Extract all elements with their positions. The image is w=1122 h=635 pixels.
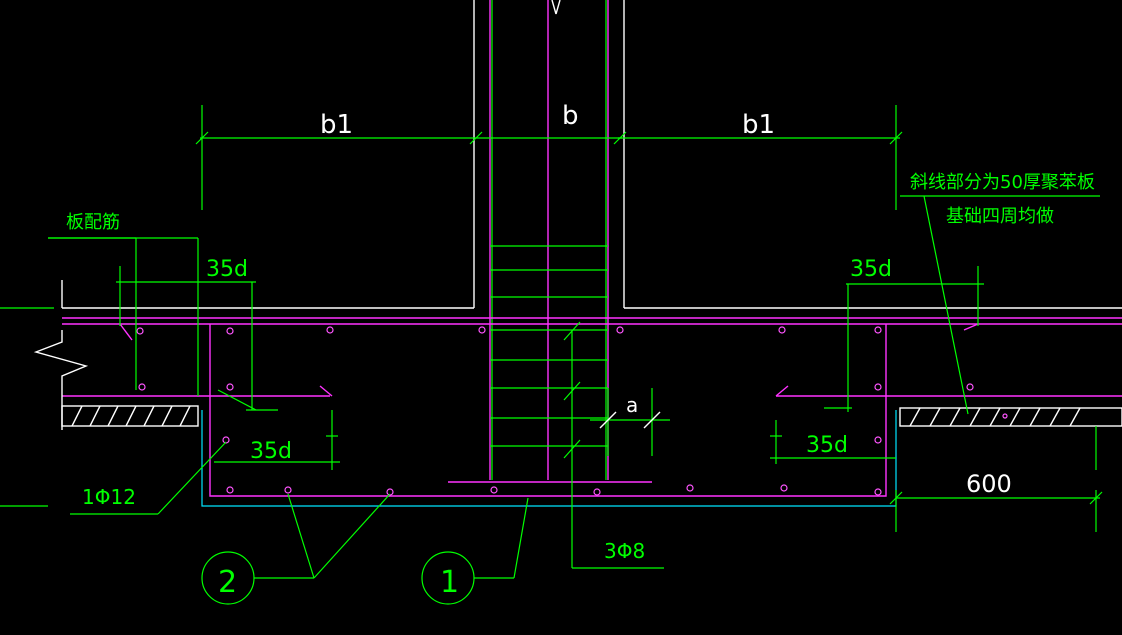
dimension-b-center (478, 131, 627, 145)
label-b1-right: b1 (742, 110, 775, 140)
callout-2-number: 2 (218, 565, 237, 600)
callout-1-number: 1 (440, 565, 459, 600)
label-600: 600 (966, 470, 1012, 498)
callout-2 (201, 493, 391, 605)
note-line-1: 斜线部分为50厚聚苯板 (910, 172, 1095, 193)
callout-1 (421, 497, 529, 605)
note-line-2: 基础四周均做 (946, 206, 1054, 227)
dimension-a (590, 388, 670, 456)
dimension-600 (889, 426, 1103, 532)
insulation-hatch-left (61, 405, 199, 427)
label-b-center: b (562, 101, 579, 131)
leader-note (900, 195, 1100, 415)
label-1phi12: 1Φ12 (82, 485, 136, 509)
label-b1-left: b1 (320, 110, 353, 140)
label-a: a (626, 393, 638, 417)
leader-3phi8 (563, 321, 664, 569)
insulation-hatch-right (899, 407, 1122, 427)
label-3phi8: 3Φ8 (604, 539, 645, 563)
beam-rebar (62, 317, 1122, 497)
label-35d-bottom-right: 35d (806, 433, 848, 458)
label-35d-bottom-left: 35d (250, 439, 292, 464)
label-35d-top-left: 35d (206, 257, 248, 282)
label-slab-rebar: 板配筋 (66, 212, 120, 233)
label-35d-top-right: 35d (850, 257, 892, 282)
anchor-35d-top-right (824, 266, 984, 412)
column-stirrups (490, 0, 608, 480)
break-symbol (0, 280, 89, 507)
anchor-35d-bottom-right (770, 420, 896, 464)
column (473, 0, 625, 480)
dimension-b1-right (618, 105, 903, 210)
leader-1phi12 (70, 441, 227, 515)
rebar-dots (136, 326, 1008, 496)
anchor-35d-bottom-left (214, 410, 340, 470)
dimension-b1-left (195, 105, 483, 210)
